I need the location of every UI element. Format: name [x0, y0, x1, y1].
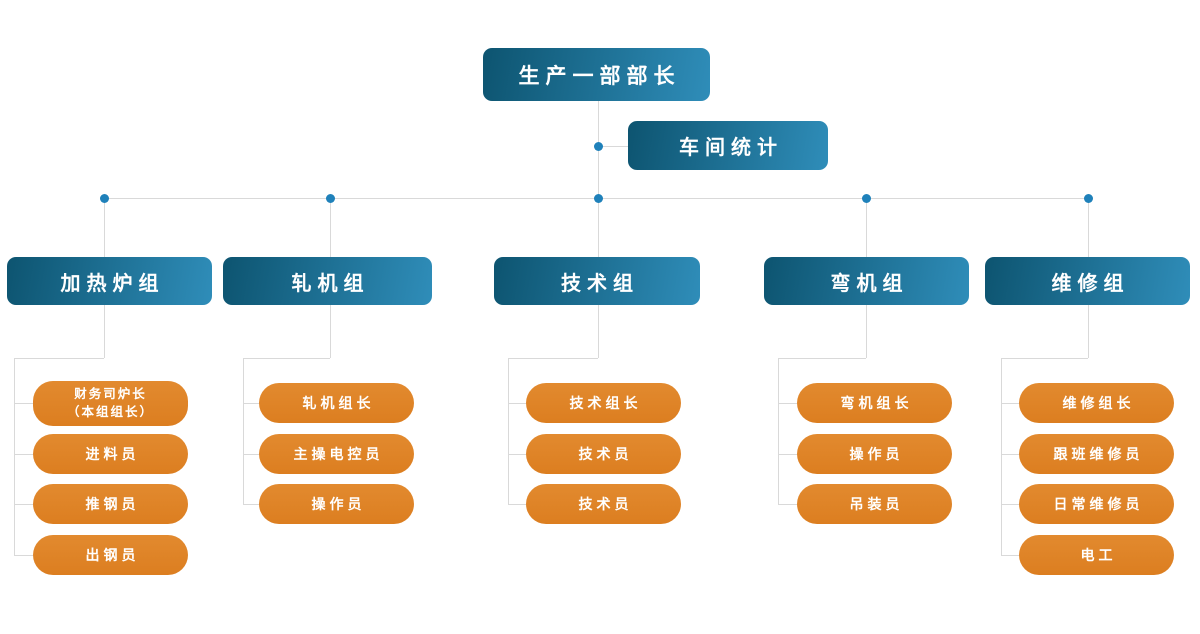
node-role: 财务司炉长 （本组组长）	[33, 381, 188, 426]
node-role: 跟班维修员	[1019, 434, 1174, 474]
node-role: 技术组长	[526, 383, 681, 423]
node-role: 日常维修员	[1019, 484, 1174, 524]
connector-line	[1001, 504, 1019, 505]
node-role: 推钢员	[33, 484, 188, 524]
connector-dot	[326, 194, 335, 203]
connector-line	[14, 454, 33, 455]
connector-dot	[100, 194, 109, 203]
connector-line	[598, 146, 628, 147]
connector-line	[778, 403, 797, 404]
connector-line	[243, 403, 259, 404]
connector-line	[866, 305, 867, 358]
connector-line	[778, 504, 797, 505]
connector-dot	[594, 194, 603, 203]
node-workshop-statistics: 车间统计	[628, 121, 828, 170]
node-role: 轧机组长	[259, 383, 414, 423]
node-role: 操作员	[259, 484, 414, 524]
connector-line	[508, 454, 526, 455]
connector-line	[866, 198, 867, 257]
connector-line	[1001, 403, 1019, 404]
group-header-heating-furnace: 加热炉组	[7, 257, 212, 305]
node-role: 技术员	[526, 434, 681, 474]
connector-dot	[594, 142, 603, 151]
connector-line	[104, 305, 105, 358]
connector-dot	[862, 194, 871, 203]
node-department-head: 生产一部部长	[483, 48, 710, 101]
connector-line	[1088, 198, 1089, 257]
group-header-maintenance: 维修组	[985, 257, 1190, 305]
node-role: 进料员	[33, 434, 188, 474]
connector-line	[330, 305, 331, 358]
node-role: 操作员	[797, 434, 952, 474]
connector-line	[243, 454, 259, 455]
connector-line	[330, 198, 331, 257]
connector-line	[778, 454, 797, 455]
node-role: 主操电控员	[259, 434, 414, 474]
connector-line	[14, 358, 104, 359]
connector-line	[1001, 555, 1019, 556]
node-role: 出钢员	[33, 535, 188, 575]
node-role: 电工	[1019, 535, 1174, 575]
connector-line	[14, 358, 15, 555]
connector-line	[14, 504, 33, 505]
connector-line	[508, 403, 526, 404]
connector-line	[778, 358, 779, 504]
connector-line	[1088, 305, 1089, 358]
connector-line	[508, 504, 526, 505]
node-role: 维修组长	[1019, 383, 1174, 423]
connector-line	[243, 358, 330, 359]
connector-line	[243, 358, 244, 504]
connector-line	[1001, 454, 1019, 455]
connector-line	[598, 305, 599, 358]
group-header-bending-machine: 弯机组	[764, 257, 969, 305]
node-role: 弯机组长	[797, 383, 952, 423]
node-role: 吊装员	[797, 484, 952, 524]
group-header-rolling-mill: 轧机组	[223, 257, 432, 305]
node-role: 技术员	[526, 484, 681, 524]
connector-line	[14, 555, 33, 556]
connector-line	[508, 358, 509, 504]
connector-line	[778, 358, 866, 359]
connector-line	[598, 101, 599, 258]
connector-line	[14, 403, 33, 404]
connector-line	[104, 198, 105, 257]
connector-line	[508, 358, 598, 359]
connector-line	[1001, 358, 1088, 359]
connector-line	[1001, 358, 1002, 555]
connector-dot	[1084, 194, 1093, 203]
connector-line	[243, 504, 259, 505]
group-header-technical: 技术组	[494, 257, 700, 305]
